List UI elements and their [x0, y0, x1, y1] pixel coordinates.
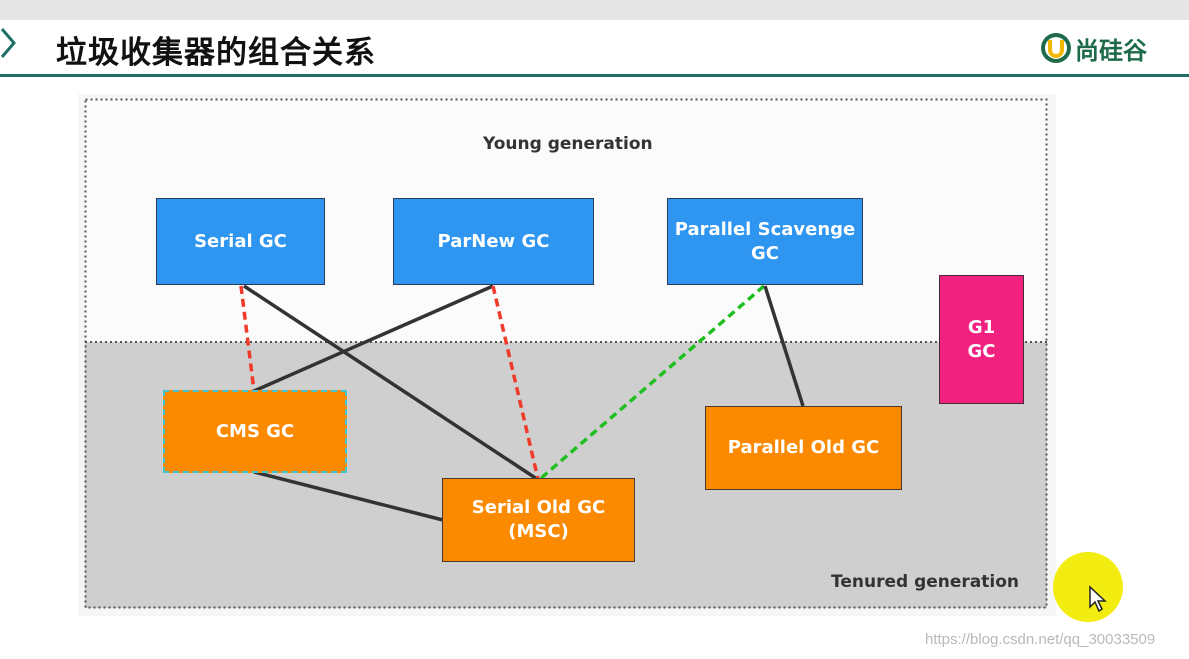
cms-gc-box: CMS GC: [163, 390, 347, 473]
tenured-generation-label: Tenured generation: [831, 572, 1019, 592]
cursor-highlight: [1053, 552, 1123, 622]
line-serial-cms: [239, 285, 256, 392]
line-parnew-cms: [253, 284, 494, 393]
line-serial-serialold: [243, 284, 538, 481]
logo-u-icon: [1041, 33, 1071, 63]
mouse-pointer-icon: [1089, 585, 1107, 613]
parallel-scavenge-label-line1: Parallel Scavenge: [674, 218, 856, 240]
slide-header: [0, 20, 1189, 76]
page-title: 垃圾收集器的组合关系: [56, 35, 376, 71]
parnew-gc-box: ParNew GC: [393, 198, 594, 285]
chevron-right-icon: [0, 28, 16, 58]
young-generation-label: Young generation: [483, 134, 653, 154]
parallel-scavenge-gc-box: Parallel Scavenge GC: [667, 198, 863, 285]
watermark-url: https://blog.csdn.net/qq_30033509: [925, 631, 1156, 648]
line-cms-serialold: [253, 470, 444, 522]
generation-outline: [84, 98, 1048, 609]
parnew-gc-label: ParNew GC: [437, 230, 550, 252]
serial-gc-label: Serial GC: [194, 230, 287, 252]
logo-text: 尚硅谷: [1075, 36, 1147, 65]
g1-gc-box: G1 GC: [939, 275, 1024, 404]
line-parnew-serialold: [491, 285, 540, 480]
header-divider: [0, 74, 1189, 77]
parallel-scavenge-label-line2: GC: [751, 242, 779, 264]
cms-gc-label: CMS GC: [215, 420, 295, 442]
g1-label-line2: GC: [967, 340, 996, 362]
parallel-old-gc-label: Parallel Old GC: [727, 437, 880, 458]
serial-old-gc-box: Serial Old GC (MSC): [442, 478, 635, 562]
serial-gc-box: Serial GC: [156, 198, 325, 285]
serial-old-label-line2: (MSC): [508, 521, 569, 542]
g1-label-line1: G1: [967, 316, 996, 338]
brand-logo: 尚硅谷: [1040, 30, 1147, 66]
line-ps-serialold: [538, 284, 766, 481]
parallel-old-gc-box: Parallel Old GC: [705, 406, 902, 490]
line-ps-parallelold: [763, 285, 805, 407]
serial-old-label-line1: Serial Old GC: [471, 497, 606, 518]
